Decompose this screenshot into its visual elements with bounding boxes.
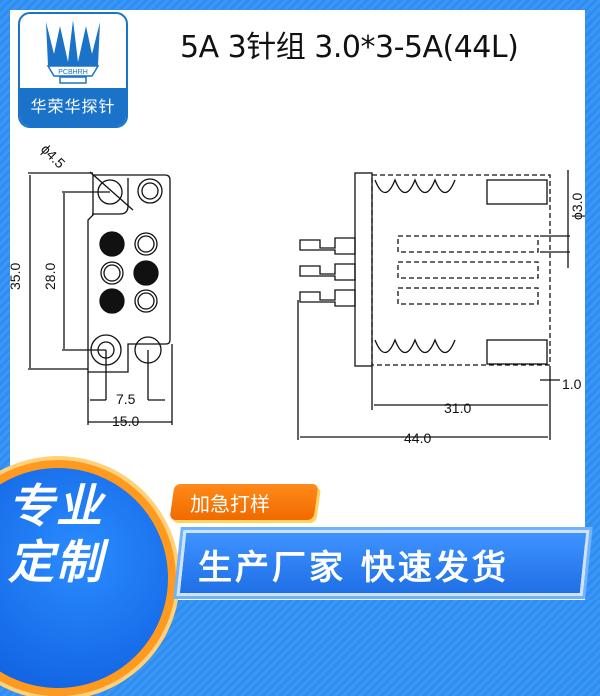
svg-text:35.0: 35.0 — [7, 263, 23, 290]
svg-text:ϕ4.5: ϕ4.5 — [38, 141, 69, 172]
svg-text:15.0: 15.0 — [112, 413, 139, 429]
svg-text:PCBHRH: PCBHRH — [58, 69, 88, 76]
svg-text:7.5: 7.5 — [116, 391, 136, 407]
brand-logo: PCBHRH 华荣华探针 — [18, 12, 128, 128]
svg-text:ϕ3.0: ϕ3.0 — [569, 192, 585, 220]
technical-drawing: ϕ4.5 35.0 28.0 7.5 15.0 ϕ3.0 1.0 31.0 44… — [7, 141, 585, 446]
urgent-label: 加急打样 — [190, 492, 270, 516]
svg-text:31.0: 31.0 — [444, 400, 471, 416]
svg-text:1.0: 1.0 — [562, 376, 582, 392]
svg-text:44.0: 44.0 — [404, 430, 431, 446]
svg-text:28.0: 28.0 — [42, 263, 58, 290]
page-title: 5A 3针组 3.0*3-5A(44L) — [180, 30, 519, 65]
crown-icon: PCBHRH — [46, 20, 100, 84]
badge-text: 专业 定制 — [8, 478, 104, 590]
badge-line2: 定制 — [8, 535, 104, 589]
banner-text: 生产厂家 快速发货 — [198, 548, 509, 588]
badge-line1: 专业 — [8, 479, 104, 533]
logo-caption: 华荣华探针 — [20, 88, 126, 126]
